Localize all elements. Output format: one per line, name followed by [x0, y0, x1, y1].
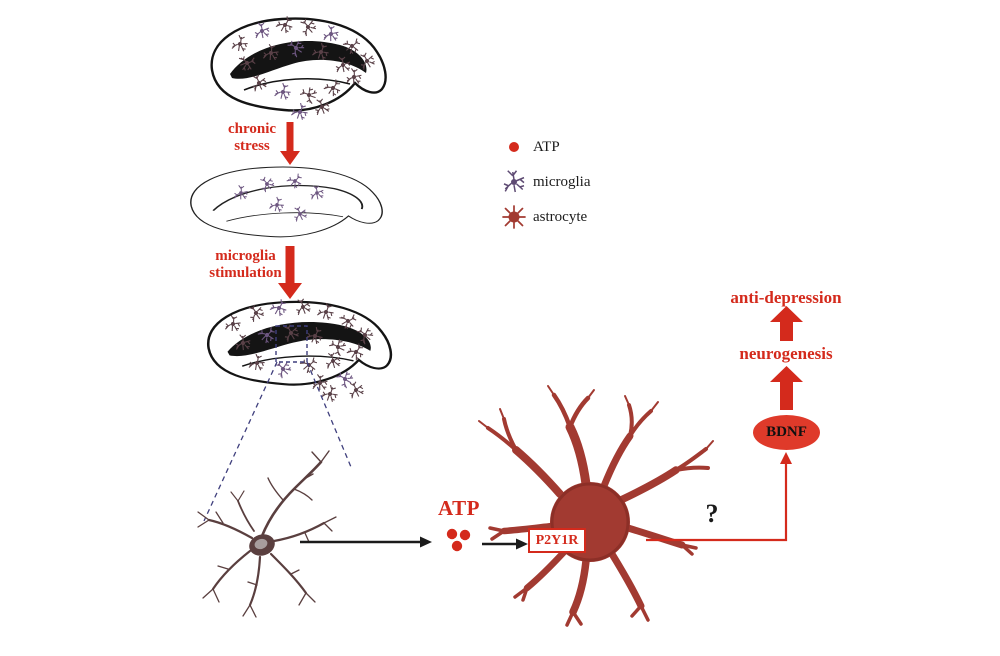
- arrow-bdnf-to-neurogenesis: [770, 366, 803, 410]
- arrow-neurogenesis-to-antidepression: [770, 306, 803, 341]
- microglia-stimulation-label: microglia stimulation: [209, 248, 282, 281]
- legend-label-astrocyte: astrocyte: [533, 208, 588, 225]
- bdnf-text: BDNF: [766, 424, 807, 440]
- legend-label-microglia: microglia: [533, 173, 591, 190]
- astrocyte-icon: [499, 204, 529, 230]
- neurogenesis-label: neurogenesis: [739, 344, 833, 363]
- legend-item-atp: ATP: [499, 134, 590, 160]
- microglia-nucleus: [254, 538, 268, 550]
- hippocampus-top: [210, 13, 387, 123]
- atp-label: ATP: [438, 496, 480, 520]
- bdnf-node: BDNF: [753, 415, 820, 450]
- arrow-astrocyte-to-bdnf: [646, 452, 792, 542]
- question-mark-label: ?: [705, 499, 719, 528]
- legend-item-microglia: microglia: [499, 169, 590, 195]
- atp-dot-icon: [499, 134, 529, 160]
- microglia-stimulation-arrow: [278, 246, 302, 299]
- chronic-stress-arrow: [280, 122, 300, 165]
- arrow-atp-to-receptor: [482, 538, 528, 550]
- zoom-region-box: [275, 325, 308, 363]
- hippocampus-bottom: [203, 296, 393, 522]
- legend: ATP microglia astrocyte: [499, 134, 590, 230]
- p2y1r-text: P2Y1R: [535, 532, 579, 548]
- microglia-icon: [499, 169, 529, 195]
- anti-depression-label: anti-depression: [730, 288, 842, 307]
- legend-item-astrocyte: astrocyte: [499, 204, 590, 230]
- p2y1r-receptor-label: P2Y1R: [528, 528, 586, 553]
- arrow-microglia-to-atp: [300, 536, 432, 548]
- legend-label-atp: ATP: [533, 138, 560, 155]
- astrocyte-cell: [478, 385, 714, 627]
- microglia-cell: [197, 450, 337, 618]
- hippocampus-middle: [190, 166, 383, 238]
- atp-dots: [446, 528, 471, 552]
- chronic-stress-label: chronic stress: [227, 121, 277, 154]
- zoom-guide-lines: [203, 361, 352, 522]
